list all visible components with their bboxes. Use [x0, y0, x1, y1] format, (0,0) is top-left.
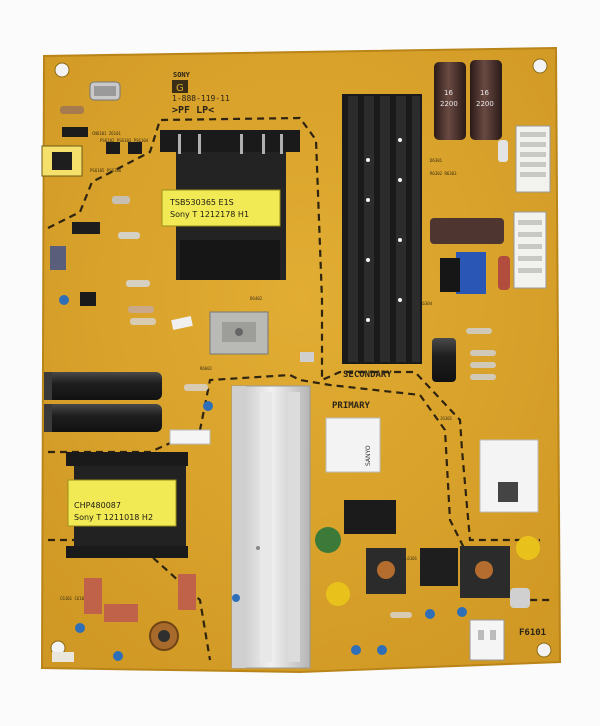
- cap1-voltage: 16: [444, 89, 453, 97]
- fuse-label: F6101: [519, 628, 546, 638]
- primary-capacitors: [44, 372, 162, 432]
- primary-label: PRIMARY: [332, 401, 371, 411]
- svg-text:C6101 C6102: C6101 C6102: [60, 596, 87, 601]
- svg-text:R6302 R6303: R6302 R6303: [430, 171, 457, 176]
- gi-mark: G: [176, 83, 184, 94]
- silkscreen-text: SONY G 1-888-119-11 >PF LP< SECONDARY PR…: [172, 71, 546, 638]
- filter-components: [315, 500, 540, 661]
- primary-heatsink: [231, 385, 311, 669]
- component-refs: CN6101 Z6101 PS6102 PS6103 PS6104 PS6105…: [60, 131, 457, 601]
- misc-resistors: [184, 352, 412, 618]
- cap2-voltage: 16: [480, 89, 489, 97]
- secondary-capacitors: 16 2200 16 2200: [434, 60, 502, 140]
- brand-label: SONY: [173, 71, 191, 79]
- cap1-value: 2200: [440, 100, 458, 108]
- part-number: 1-888-119-11: [172, 94, 230, 103]
- cap2-value: 2200: [476, 100, 494, 108]
- sticker-labels: SANYO: [169, 417, 539, 513]
- upper-left-parts: [41, 81, 193, 330]
- svg-text:L6101: L6101: [405, 556, 418, 561]
- right-mid-parts: [430, 218, 510, 382]
- svg-text:D6402: D6402: [250, 296, 263, 301]
- svg-text:R6304: R6304: [420, 301, 433, 306]
- right-connectors: [498, 125, 551, 289]
- lower-transformer-label-1: CHP480087: [74, 501, 121, 510]
- lower-transformer: CHP480087 Sony T 1211018 H2: [66, 452, 188, 558]
- bridge-rectifier: [209, 311, 269, 355]
- secondary-heatsink: [342, 94, 422, 364]
- svg-text:D6301: D6301: [430, 158, 443, 163]
- pf-lp-marking: >PF LP<: [172, 105, 214, 116]
- input-filter: [52, 574, 196, 662]
- upper-transformer: TSB530365 E1S Sony T 1212178 H1: [160, 130, 300, 280]
- svg-text:CN6101 Z6101: CN6101 Z6101: [92, 131, 121, 136]
- sanyo-tag: SANYO: [365, 445, 372, 466]
- secondary-label: SECONDARY: [343, 370, 392, 380]
- upper-transformer-label-1: TSB530365 E1S: [169, 198, 234, 207]
- svg-text:R6601: R6601: [200, 366, 213, 371]
- svg-text:PS6102 PS6103 PS6104: PS6102 PS6103 PS6104: [100, 138, 149, 143]
- svg-text:J6301: J6301: [440, 416, 453, 421]
- lower-transformer-label-2: Sony T 1211018 H2: [74, 513, 153, 522]
- disc-capacitors: [75, 401, 467, 661]
- svg-text:PS6105 PS6106: PS6105 PS6106: [90, 168, 122, 173]
- mounting-holes: [50, 58, 552, 658]
- upper-transformer-label-2: Sony T 1212178 H1: [170, 210, 249, 219]
